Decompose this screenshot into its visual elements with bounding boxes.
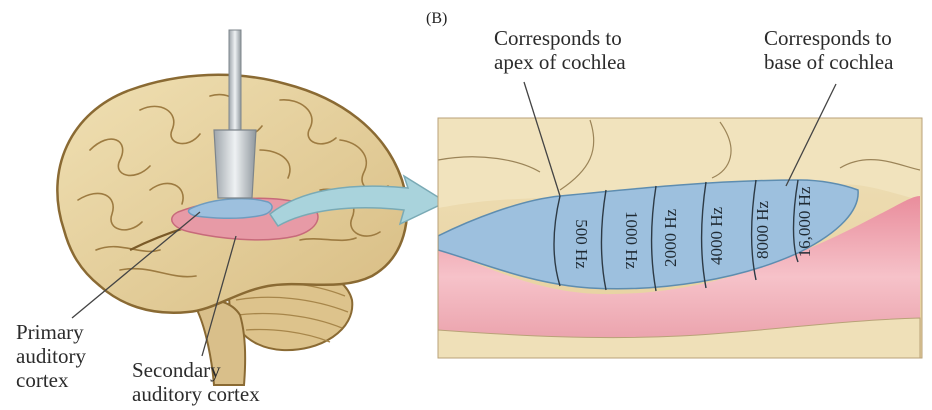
apex-label: Corresponds to apex of cochlea — [494, 26, 626, 74]
freq-label-16000: 16,000 Hz — [795, 186, 814, 257]
apex-label-line-2: apex of cochlea — [494, 50, 626, 74]
base-label-line-1: Corresponds to — [764, 26, 893, 50]
apex-label-line-1: Corresponds to — [494, 26, 626, 50]
freq-label-2000: 2000 Hz — [661, 209, 680, 268]
freq-label-1000: 1000 Hz — [622, 211, 641, 270]
base-label: Corresponds to base of cochlea — [764, 26, 893, 74]
secondary-label-line-2: auditory cortex — [132, 382, 260, 406]
primary-cortex-label: Primary auditory cortex — [16, 320, 86, 392]
primary-label-line-3: cortex — [16, 368, 86, 392]
primary-label-line-2: auditory — [16, 344, 86, 368]
primary-label-line-1: Primary — [16, 320, 86, 344]
secondary-label-line-1: Secondary — [132, 358, 260, 382]
tonotopic-map-panel: 500 Hz 1000 Hz 2000 Hz 4000 Hz 8000 Hz 1… — [438, 118, 922, 358]
freq-label-500: 500 Hz — [572, 219, 591, 269]
panel-label-b: (B) — [426, 10, 447, 28]
freq-label-4000: 4000 Hz — [707, 207, 726, 266]
freq-label-8000: 8000 Hz — [753, 201, 772, 260]
secondary-cortex-label: Secondary auditory cortex — [132, 358, 260, 406]
base-label-line-2: base of cochlea — [764, 50, 893, 74]
